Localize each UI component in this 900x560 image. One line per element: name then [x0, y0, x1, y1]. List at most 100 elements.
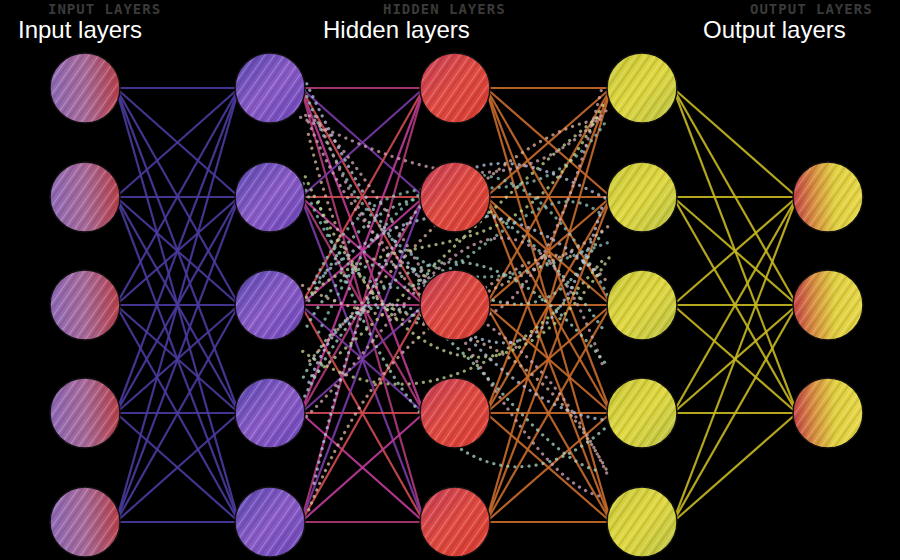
neuron-fill: [50, 162, 120, 232]
neuron-texture: [421, 488, 489, 556]
neuron: [235, 270, 305, 340]
connection-line: [116, 88, 239, 197]
connection-line: [673, 197, 797, 305]
neuron-fill: [235, 378, 305, 448]
neuron: [607, 162, 677, 232]
neuron-texture: [51, 379, 119, 447]
neuron-circles: [50, 53, 863, 557]
connection-line: [301, 197, 424, 522]
neuron-fill: [607, 378, 677, 448]
neuron: [607, 378, 677, 448]
neuron-texture: [236, 488, 304, 556]
connection-line: [301, 88, 424, 522]
neuron: [50, 487, 120, 557]
neuron: [235, 487, 305, 557]
neuron-fill: [793, 162, 863, 232]
neuron-fill: [235, 487, 305, 557]
neuron-fill: [50, 487, 120, 557]
neuron: [607, 53, 677, 123]
connection-line: [116, 413, 239, 522]
connection-line: [116, 305, 239, 522]
dotted-path: [307, 84, 610, 421]
connection-line: [116, 88, 239, 413]
connection-line: [673, 197, 797, 413]
neuron-fill: [235, 53, 305, 123]
connection-line: [116, 197, 239, 522]
watermark-label: INPUT LAYERS: [48, 1, 161, 17]
neuron-texture: [51, 488, 119, 556]
connection-line: [116, 87, 239, 89]
neuron: [420, 270, 490, 340]
connection-line: [673, 196, 797, 198]
connection-line: [486, 88, 611, 522]
connection-line: [301, 413, 424, 522]
connection-line: [673, 197, 797, 522]
watermark-label: HIDDEN LAYERS: [383, 1, 506, 17]
connection-line: [486, 88, 611, 522]
neuron-fill: [607, 270, 677, 340]
connection-line: [673, 88, 797, 197]
connection-line: [116, 88, 239, 305]
connection-line: [673, 88, 797, 305]
connection-line: [116, 88, 239, 413]
connection-line: [486, 413, 611, 522]
connection-lines: [116, 88, 797, 522]
connection-line: [301, 413, 424, 522]
connection-line: [301, 305, 424, 522]
connection-line: [116, 88, 239, 197]
neuron-texture: [236, 379, 304, 447]
watermark-label: OUTPUT LAYERS: [750, 1, 873, 17]
connection-line: [301, 521, 424, 523]
neuron-fill: [607, 53, 677, 123]
dotted-path: [313, 114, 601, 375]
dotted-path: [314, 121, 607, 283]
neuron-texture: [608, 488, 676, 556]
dotted-path: [319, 202, 609, 467]
neuron-fill: [420, 378, 490, 448]
neuron-fill: [793, 378, 863, 448]
neuron: [50, 378, 120, 448]
connection-line: [301, 88, 424, 197]
neuron: [235, 162, 305, 232]
neuron-texture: [421, 54, 489, 122]
connection-line: [116, 88, 239, 522]
connection-line: [673, 197, 797, 305]
neuron-fill: [420, 487, 490, 557]
neuron: [793, 270, 863, 340]
neuron-fill: [607, 487, 677, 557]
neuron-texture: [794, 379, 862, 447]
connection-line: [673, 197, 797, 413]
connection-line: [301, 197, 424, 522]
connection-line: [116, 413, 239, 522]
neuron-texture: [608, 379, 676, 447]
neuron-texture: [51, 163, 119, 231]
neuron-texture: [794, 271, 862, 339]
neuron: [50, 53, 120, 123]
connection-line: [301, 88, 424, 197]
neuron-texture: [608, 54, 676, 122]
layer-title: Input layers: [18, 16, 142, 44]
connection-line: [673, 88, 797, 413]
neuron-fill: [420, 162, 490, 232]
neuron: [420, 487, 490, 557]
connection-line: [116, 305, 239, 522]
dotted-path: [303, 261, 603, 384]
neuron: [235, 53, 305, 123]
neuron-fill: [793, 270, 863, 340]
neuron-texture: [51, 54, 119, 122]
connection-line: [116, 521, 239, 523]
dotted-signal-paths: [301, 83, 610, 510]
connection-line: [486, 413, 611, 522]
neuron-fill: [420, 270, 490, 340]
connection-line: [301, 88, 424, 305]
neuron: [235, 378, 305, 448]
neuron: [607, 487, 677, 557]
neuron-texture: [51, 271, 119, 339]
neuron: [50, 162, 120, 232]
neuron-texture: [608, 271, 676, 339]
connection-line: [673, 305, 797, 522]
neuron-fill: [50, 378, 120, 448]
neuron-texture: [236, 271, 304, 339]
connection-line: [301, 87, 424, 89]
